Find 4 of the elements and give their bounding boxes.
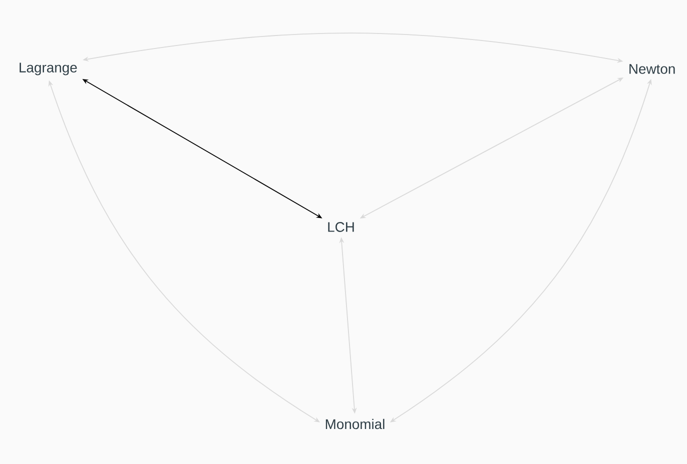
node-label: Monomial	[326, 418, 384, 430]
node-label: Newton	[630, 64, 675, 74]
node-label: LCH	[328, 222, 354, 232]
node-label: Lagrange	[20, 62, 77, 76]
